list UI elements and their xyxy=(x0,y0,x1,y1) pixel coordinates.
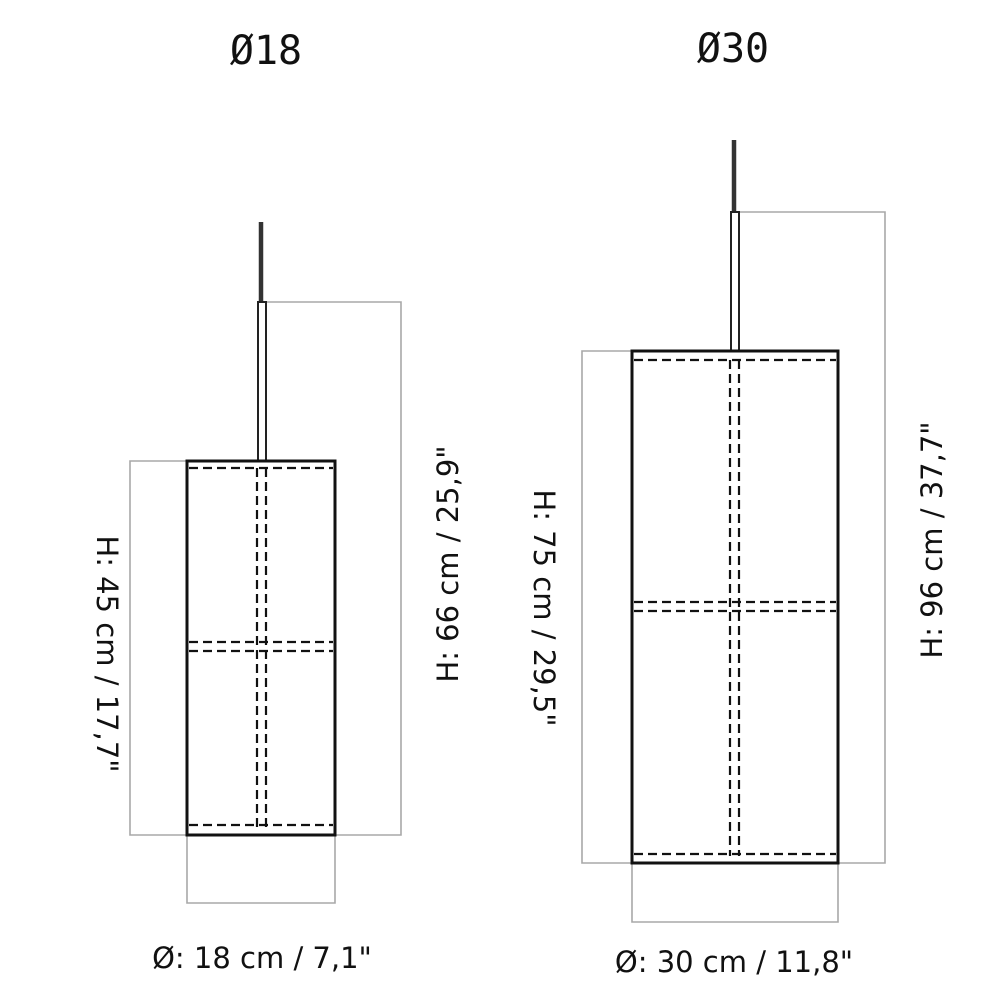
lamp-small-diameter-guide xyxy=(186,835,336,904)
lamp-small-title: Ø18 xyxy=(230,28,302,74)
lamp-small-rod xyxy=(257,301,267,462)
lamp-small-total-height-label: H: 66 cm / 25,9" xyxy=(431,445,465,682)
lamp-large-diameter-label: Ø: 30 cm / 11,8" xyxy=(615,945,853,979)
lamp-small-shade-height-label: H: 45 cm / 17,7" xyxy=(90,535,124,772)
lamp-large-total-height-label: H: 96 cm / 37,7" xyxy=(915,421,949,658)
lamp-large-rod xyxy=(730,211,740,352)
lamp-small-inner-frame xyxy=(189,466,333,827)
lamp-small-shade-outline xyxy=(185,459,337,837)
lamp-large-shade-outline xyxy=(630,349,840,865)
lamp-large-shade-height-guide xyxy=(581,350,632,864)
lamp-small: Ø18 Ø: 18 cm / 7,1" H: 45 cm / 17,7" H: … xyxy=(90,28,465,975)
lamp-large-shade-height-label: H: 75 cm / 29,5" xyxy=(527,489,561,726)
lamp-small-shade-height-guide xyxy=(129,460,187,836)
lamp-large-diameter-guide xyxy=(631,863,839,923)
lamp-large-total-height-guide xyxy=(738,211,886,864)
lamp-small-total-height-guide xyxy=(262,301,402,836)
lamp-small-diameter-label: Ø: 18 cm / 7,1" xyxy=(152,941,372,975)
lamp-large: Ø30 Ø: 30 cm / 11,8" H: 75 cm / 29,5" H:… xyxy=(527,26,949,979)
lamp-large-title: Ø30 xyxy=(697,26,769,72)
lamp-large-inner-frame xyxy=(634,358,836,856)
